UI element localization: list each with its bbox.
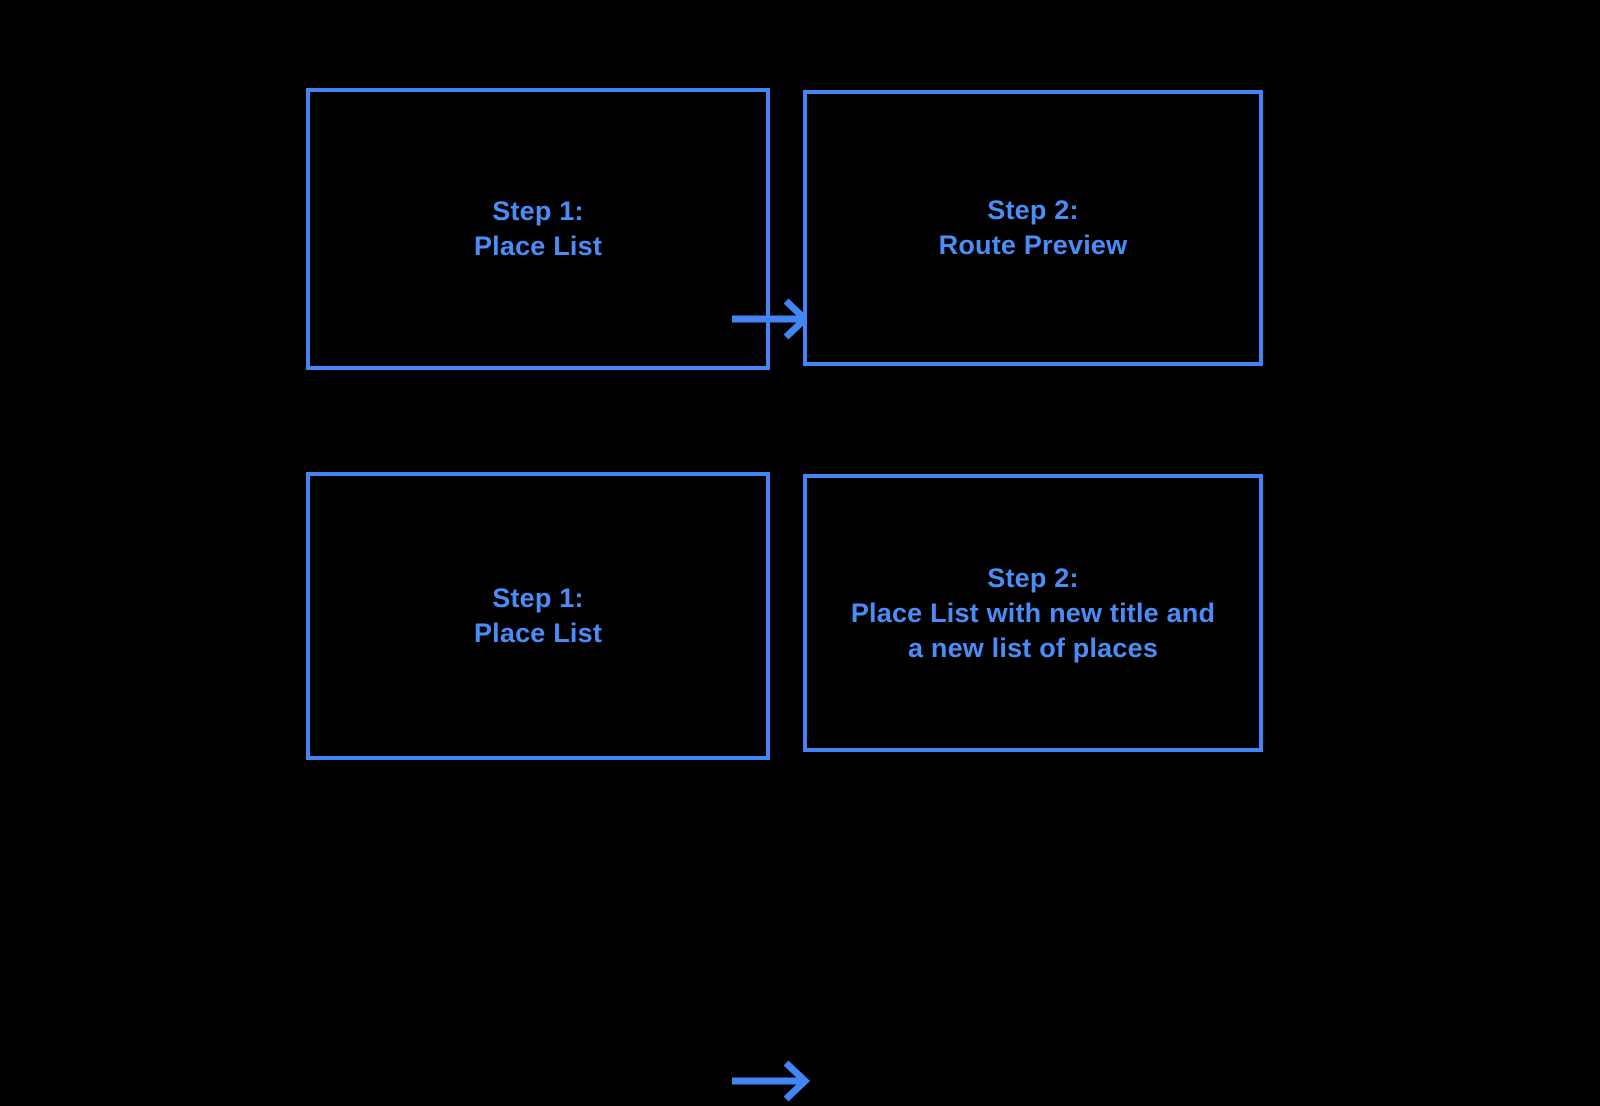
flow-row-1: Step 1: Place List Step 2: Route Preview bbox=[0, 88, 1600, 372]
flow-row-2: Step 1: Place List Step 2: Place List wi… bbox=[0, 472, 1600, 1102]
arrow-right-icon bbox=[728, 1056, 812, 1106]
step-box-label: Step 1: Place List bbox=[473, 583, 603, 648]
step-box-row2-left[interactable]: Step 1: Place List bbox=[306, 472, 770, 760]
arrow-right-glyph bbox=[732, 1060, 811, 1102]
step-box-row1-left[interactable]: Step 1: Place List bbox=[306, 88, 770, 370]
step-box-label: Step 1: Place List bbox=[473, 196, 603, 261]
diagram-canvas: Step 1: Place List Step 2: Route Preview… bbox=[0, 88, 1600, 1102]
step-box-label: Step 2: Place List with new title and a … bbox=[850, 562, 1216, 663]
step-box-row1-right[interactable]: Step 2: Route Preview bbox=[803, 90, 1263, 366]
step-box-label: Step 2: Route Preview bbox=[938, 195, 1128, 260]
step-box-row2-right[interactable]: Step 2: Place List with new title and a … bbox=[803, 474, 1263, 752]
